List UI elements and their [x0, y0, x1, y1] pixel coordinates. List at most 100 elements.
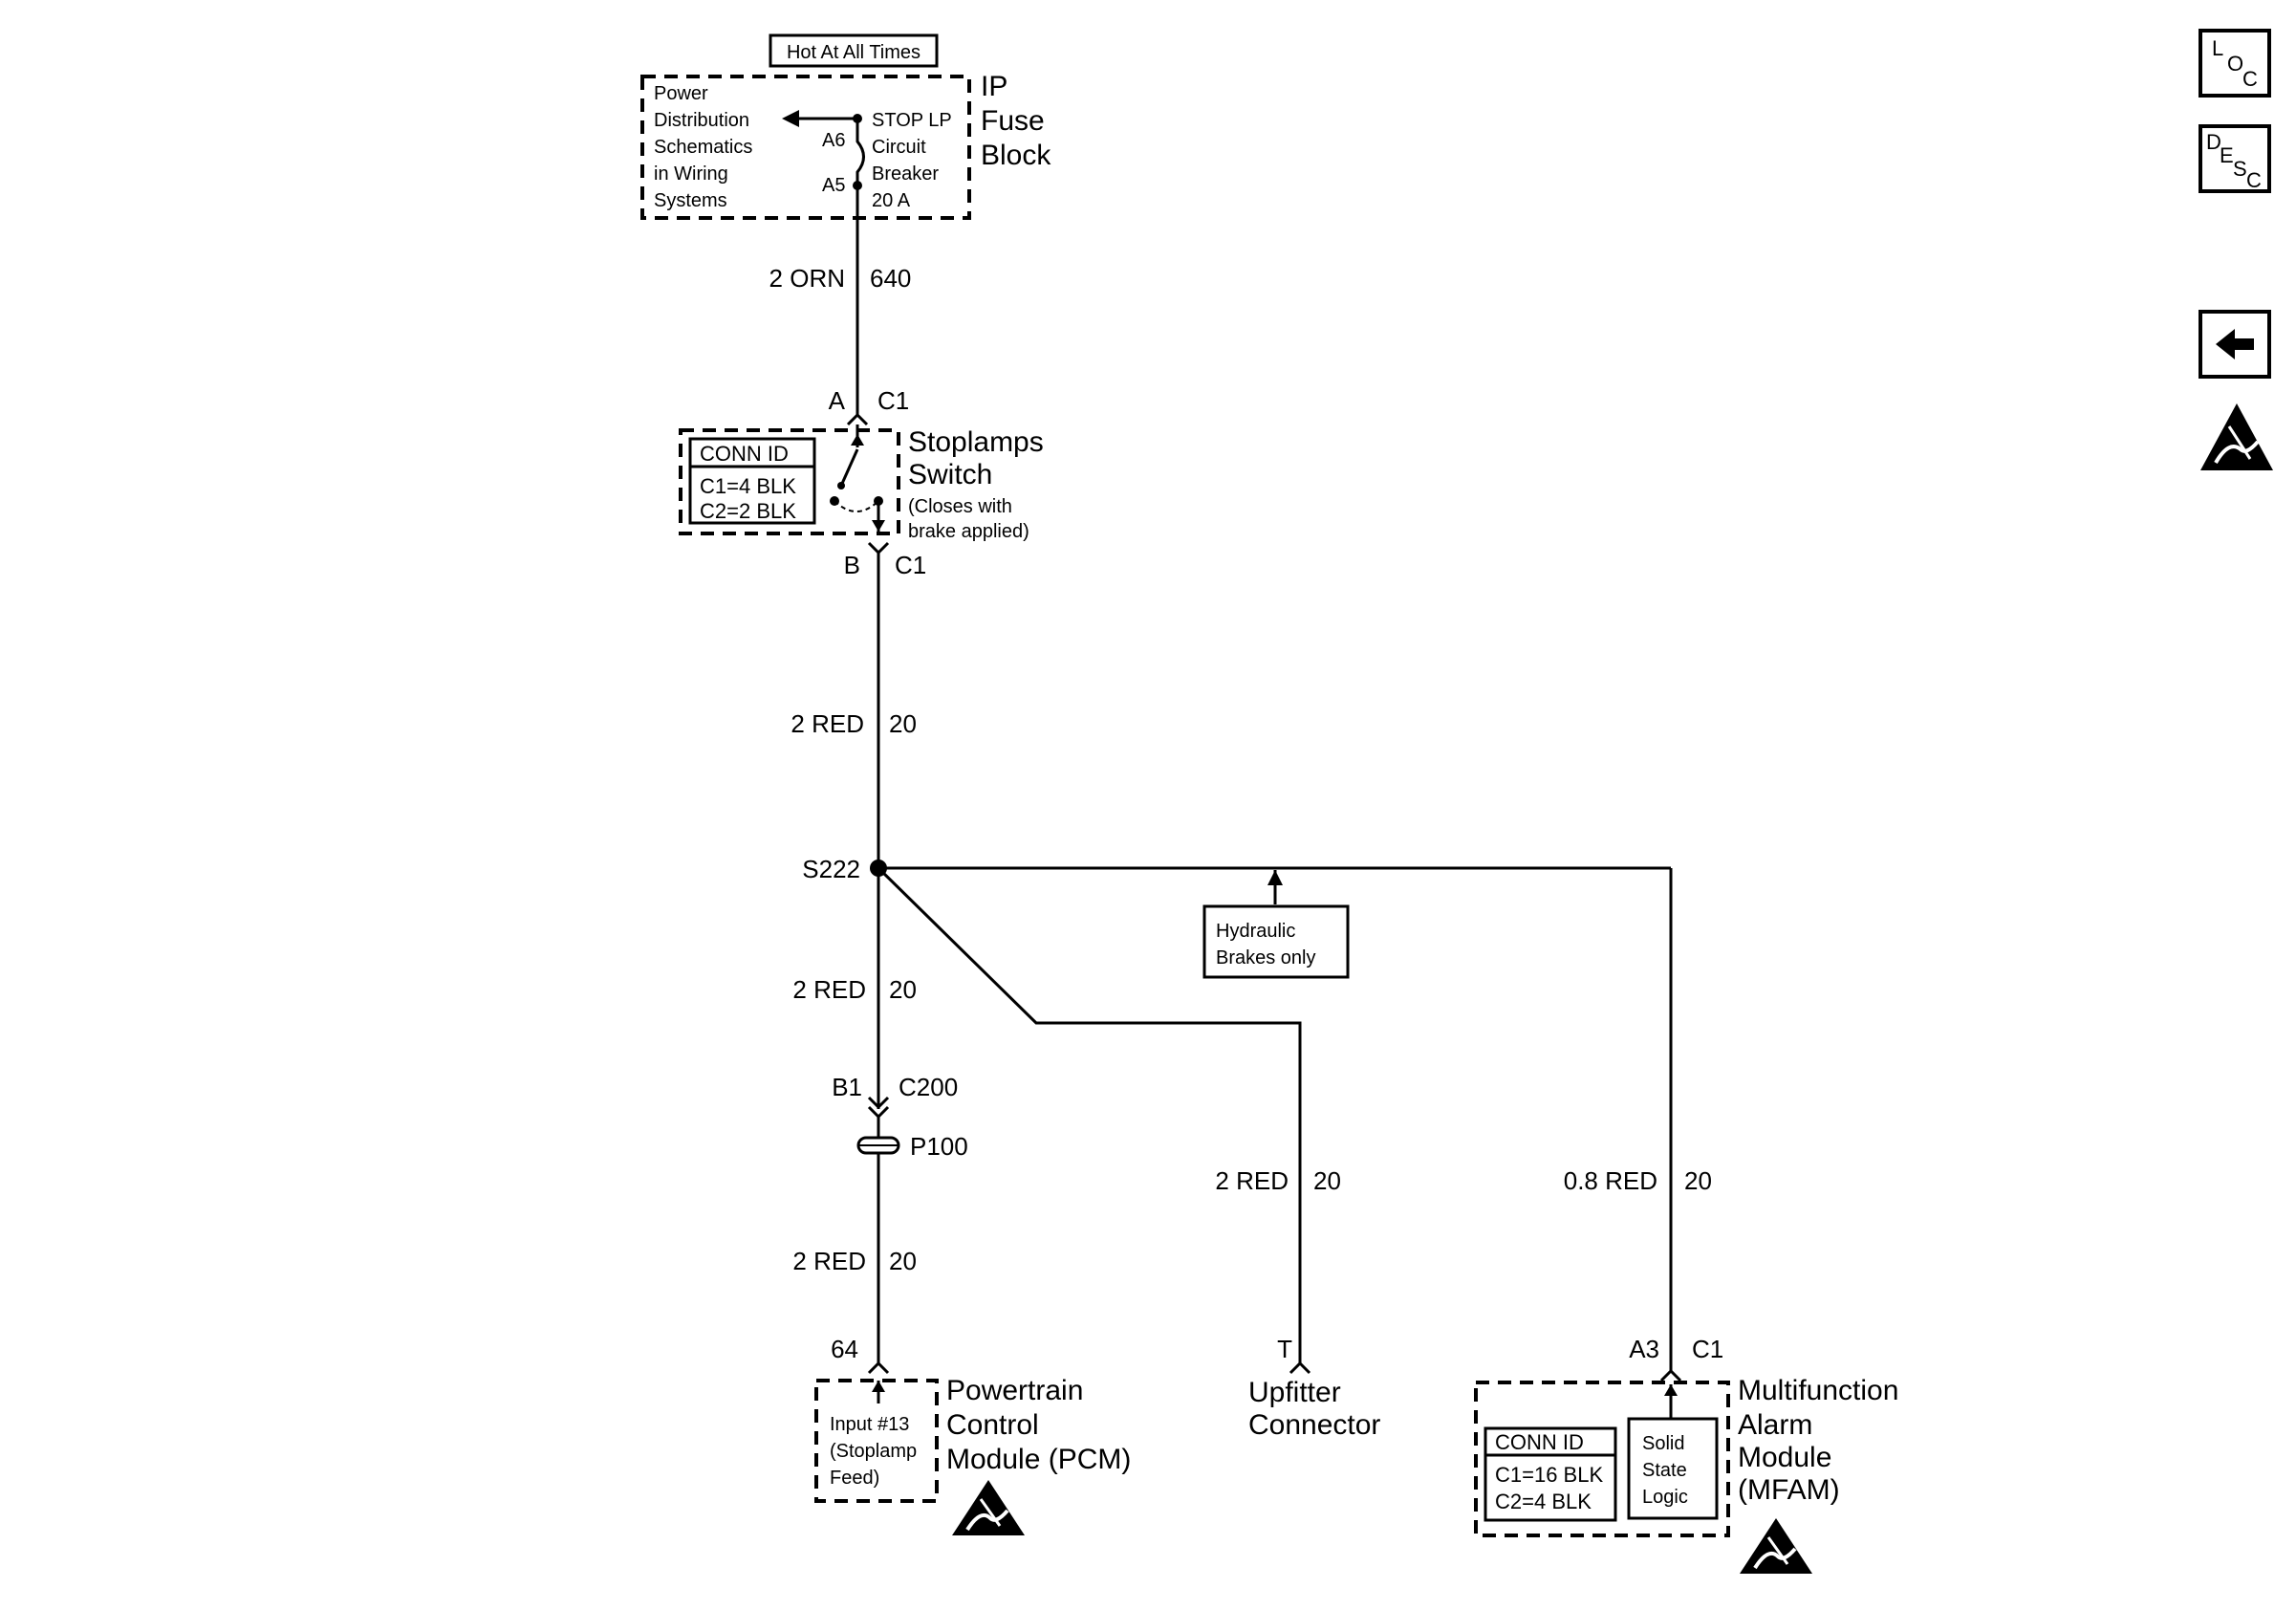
fuse-pin-a5: A5: [822, 175, 845, 196]
mfam-logic-2: State: [1642, 1460, 1687, 1481]
wire-3-gauge: 2 RED: [792, 975, 866, 1004]
breaker-line-2: Circuit: [872, 137, 926, 158]
wire-3-circuit: 20: [889, 975, 917, 1004]
wire-red-20-upfitter: 2 RED 20: [1215, 1166, 1341, 1195]
pcm-input-3: Feed): [830, 1468, 879, 1489]
switch-contact-icon: [830, 424, 885, 532]
pcm-name-3: Module (PCM): [946, 1444, 1131, 1475]
switch-note-2: brake applied): [908, 521, 1029, 542]
switch-conn-id-title: CONN ID: [700, 442, 789, 466]
connector-out-icon: [867, 541, 890, 555]
mfam-conn-id-c1: C1=16 BLK: [1495, 1463, 1603, 1487]
switch-pin-b: B: [844, 551, 860, 579]
fuse-block-name-3: Block: [981, 140, 1051, 171]
loc-letter-c: C: [2242, 67, 2258, 91]
wire-red-20-pcm-lower: 2 RED 20: [792, 1247, 917, 1275]
upfitter-connector-icon: [1289, 1360, 1311, 1375]
hot-at-all-times-text: Hot At All Times: [787, 42, 921, 63]
description-button[interactable]: D E S C: [2199, 124, 2271, 193]
stoplamps-switch: A C1 CONN ID C1=4 BLK C2=2 BLK Stoplamps…: [679, 386, 1044, 579]
mfam-name-3: Module: [1738, 1442, 1831, 1473]
fuse-block-name-2: Fuse: [981, 105, 1045, 137]
p100-label: P100: [910, 1132, 968, 1161]
loc-letter-o: O: [2227, 52, 2243, 76]
fuse-block-name-1: IP: [981, 71, 1007, 102]
esd-button[interactable]: [2200, 403, 2273, 470]
powertrain-control-module: 64 Input #13 (Stoplamp Feed) Powertrain …: [814, 1335, 1131, 1535]
wire-4-gauge: 2 RED: [792, 1247, 866, 1275]
wire-red-20-pcm-upper: 2 RED 20: [792, 868, 917, 1109]
switch-conn-out: C1: [895, 551, 926, 579]
fuse-pin-a6: A6: [822, 130, 845, 151]
switch-name-2: Switch: [908, 459, 992, 490]
switch-pin-a: A: [829, 386, 846, 415]
wire-red-20-main: 2 RED 20: [791, 553, 917, 868]
pcm-input-1: Input #13: [830, 1414, 909, 1435]
c200-female-icon: [867, 1096, 890, 1110]
power-dist-line-4: in Wiring: [654, 163, 728, 185]
upfitter-pin: T: [1277, 1335, 1292, 1363]
passthrough-p100: P100: [856, 1117, 968, 1365]
power-dist-line-1: Power: [654, 83, 708, 104]
wire-1-circuit: 640: [870, 264, 911, 293]
pcm-name-1: Powertrain: [946, 1375, 1083, 1406]
pcm-connector-icon: [867, 1360, 890, 1375]
wire-1-gauge: 2 ORN: [769, 264, 845, 293]
circuit-breaker-icon: [856, 119, 865, 185]
wire-orn-640: 2 ORN 640: [769, 185, 911, 417]
breaker-line-4: 20 A: [872, 190, 911, 211]
desc-letter-s: S: [2233, 157, 2247, 181]
wire-5-gauge: 2 RED: [1215, 1166, 1289, 1195]
pcm-input-2: (Stoplamp: [830, 1441, 917, 1462]
switch-name-1: Stoplamps: [908, 426, 1044, 458]
hydraulic-note-2: Brakes only: [1216, 947, 1316, 968]
connector-c200: B1 C200: [832, 1073, 958, 1120]
power-dist-line-5: Systems: [654, 190, 727, 211]
hot-at-all-times-label: Hot At All Times: [769, 33, 939, 68]
c200-pin: B1: [832, 1073, 862, 1101]
c200-label: C200: [899, 1073, 958, 1101]
splice-label: S222: [802, 855, 860, 883]
upfitter-connector: T Upfitter Connector: [1248, 1335, 1380, 1441]
mfam-logic-1: Solid: [1642, 1433, 1684, 1454]
wire-2-gauge: 2 RED: [791, 709, 864, 738]
wire-5-circuit: 20: [1313, 1166, 1341, 1195]
multifunction-alarm-module: A3 C1 CONN ID C1=16 BLK C2=4 BLK Solid S…: [1474, 1335, 1898, 1574]
wire-4-circuit: 20: [889, 1247, 917, 1275]
hydraulic-note-1: Hydraulic: [1216, 921, 1295, 942]
switch-conn-id-c1: C1=4 BLK: [700, 474, 796, 498]
arrow-left-icon: [782, 110, 799, 127]
power-dist-line-3: Schematics: [654, 137, 752, 158]
hydraulic-brakes-note: Hydraulic Brakes only: [1202, 870, 1350, 979]
mfam-logic-3: Logic: [1642, 1487, 1688, 1508]
wire-2-circuit: 20: [889, 709, 917, 738]
wire-6-circuit: 20: [1684, 1166, 1712, 1195]
desc-letter-e: E: [2220, 143, 2234, 167]
breaker-line-3: Breaker: [872, 163, 939, 185]
mfam-name-2: Alarm: [1738, 1409, 1812, 1441]
mfam-conn-id-title: CONN ID: [1495, 1430, 1584, 1454]
mfam-conn-id-c2: C2=4 BLK: [1495, 1490, 1592, 1513]
mfam-name-4: (MFAM): [1738, 1474, 1840, 1506]
upfitter-name-1: Upfitter: [1248, 1377, 1341, 1408]
switch-conn-in: C1: [877, 386, 909, 415]
ip-fuse-block: Power Distribution Schematics in Wiring …: [640, 71, 1051, 220]
power-dist-line-2: Distribution: [654, 110, 749, 131]
pcm-pin: 64: [831, 1335, 858, 1363]
location-button[interactable]: L O C: [2199, 29, 2271, 98]
mfam-pin: A3: [1629, 1335, 1659, 1363]
desc-letter-c: C: [2246, 168, 2262, 192]
upfitter-name-2: Connector: [1248, 1409, 1380, 1441]
desc-letter-d: D: [2206, 130, 2221, 154]
wire-6-gauge: 0.8 RED: [1564, 1166, 1657, 1195]
arrow-up-icon: [1267, 870, 1283, 885]
breaker-line-1: STOP LP: [872, 110, 952, 131]
mfam-connector-icon: [1659, 1368, 1682, 1382]
mfam-conn: C1: [1692, 1335, 1723, 1363]
back-button[interactable]: [2199, 310, 2271, 379]
esd-warning-icon: [952, 1480, 1025, 1535]
switch-conn-id-c2: C2=2 BLK: [700, 499, 796, 523]
wire-red-20-mfam: 0.8 RED 20: [1564, 1166, 1712, 1195]
connector-in-icon: [846, 412, 869, 426]
